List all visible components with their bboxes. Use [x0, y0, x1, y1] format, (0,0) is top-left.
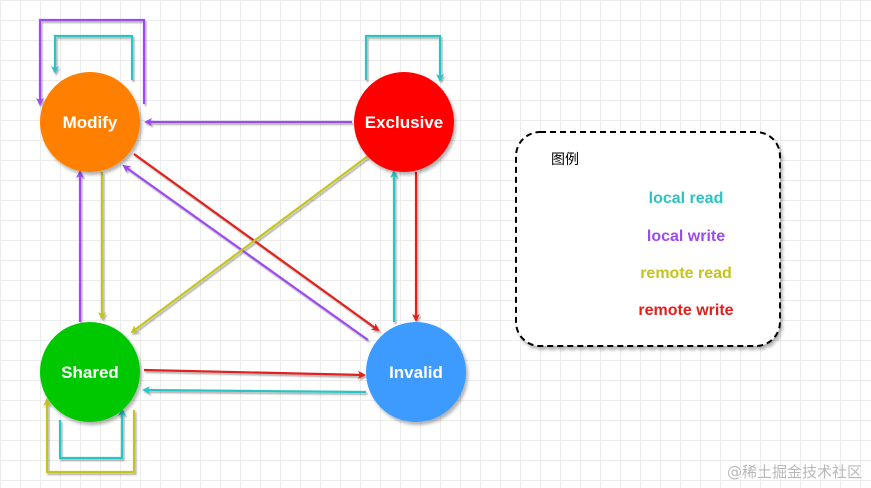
- legend-label-remote-write: remote write: [638, 302, 733, 319]
- exclusive-circle: [354, 72, 454, 172]
- state-shared: Shared: [40, 322, 140, 422]
- state-invalid: Invalid: [366, 322, 466, 422]
- legend-label-local-read: local read: [649, 190, 724, 207]
- modify-self-local-read: [51, 34, 134, 80]
- exclusive-to-shared-remote-read: [130, 155, 369, 334]
- modify-circle: [40, 72, 140, 172]
- modify-label: Modify: [63, 113, 118, 132]
- state-exclusive: Exclusive: [354, 72, 454, 172]
- watermark: @稀土掘金技术社区: [727, 463, 862, 481]
- legend: 图例 local read local write remote read re…: [515, 131, 781, 347]
- legend-label-remote-read: remote read: [640, 265, 732, 282]
- legend-box: [515, 131, 781, 347]
- shared-to-invalid-remote-write: [143, 368, 366, 379]
- exclusive-label: Exclusive: [365, 113, 443, 132]
- invalid-to-modify-local-write: [122, 164, 369, 341]
- invalid-circle: [366, 322, 466, 422]
- shared-circle: [40, 322, 140, 422]
- state-modify: Modify: [40, 72, 140, 172]
- modify-to-invalid-remote-write: [133, 153, 380, 332]
- shared-self-remote-read: [43, 398, 136, 474]
- invalid-to-shared-local-read: [142, 386, 367, 395]
- legend-label-local-write: local write: [647, 228, 725, 245]
- shared-label: Shared: [61, 363, 119, 382]
- transitions: [36, 18, 444, 474]
- legend-title: 图例: [551, 151, 579, 167]
- modify-self-local-write: [36, 18, 146, 106]
- shared-self-local-read: [58, 408, 126, 460]
- invalid-label: Invalid: [389, 363, 443, 382]
- exclusive-self-local-read: [364, 34, 444, 82]
